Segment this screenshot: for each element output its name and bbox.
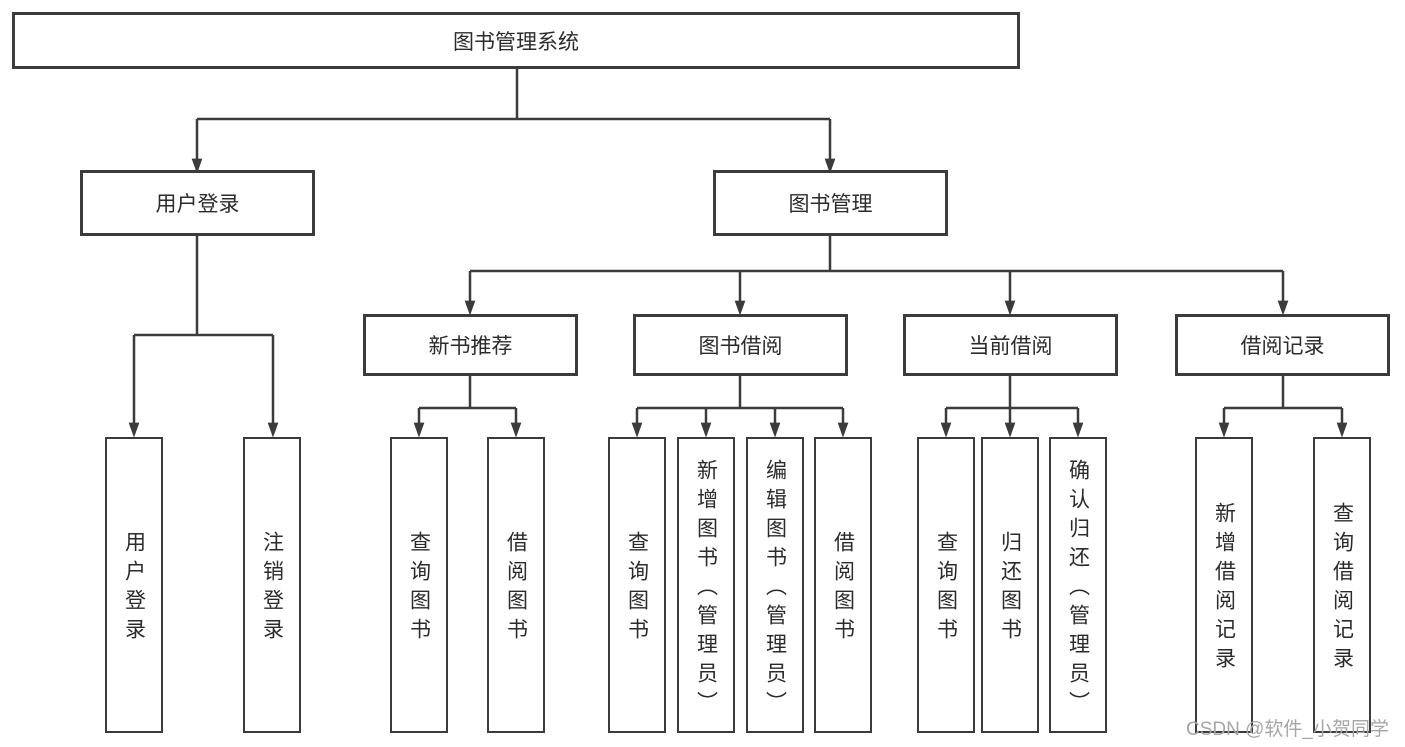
leaf-query-books-recommend: 查询图书: [390, 437, 448, 733]
node-current-borrow: 当前借阅: [903, 314, 1118, 376]
csdn-watermark: CSDN @软件_小贺同学: [1186, 719, 1389, 740]
leaf-label: 查询图书: [934, 531, 958, 647]
leaf-label: 用户登录: [122, 531, 146, 647]
leaf-label: 归还图书: [998, 531, 1022, 647]
node-user-login: 用户登录: [80, 170, 315, 236]
leaf-return-books: 归还图书: [981, 437, 1039, 733]
node-label: 用户登录: [155, 193, 240, 216]
node-label: 图书借阅: [698, 335, 783, 358]
leaf-label: 借阅图书: [504, 531, 528, 647]
node-label: 新书推荐: [428, 335, 513, 358]
node-library-management-system: 图书管理系统: [12, 12, 1020, 69]
leaf-label: 查询图书: [407, 531, 431, 647]
leaf-user-login: 用户登录: [105, 437, 163, 733]
leaf-borrow-books-recommend: 借阅图书: [487, 437, 545, 733]
leaf-add-borrow-record: 新增借阅记录: [1195, 437, 1253, 733]
leaf-confirm-return-admin: 确认归还（管理员）: [1049, 437, 1107, 733]
node-label: 图书管理系统: [453, 30, 579, 54]
leaf-add-books-admin: 新增图书（管理员）: [677, 437, 735, 733]
node-label: 当前借阅: [968, 335, 1053, 358]
leaf-query-books-current: 查询图书: [917, 437, 975, 733]
node-label: 借阅记录: [1240, 335, 1325, 358]
leaf-logout: 注销登录: [243, 437, 301, 733]
leaf-borrow-books: 借阅图书: [814, 437, 872, 733]
leaf-label: 查询借阅记录: [1330, 502, 1354, 676]
leaf-query-books-borrow: 查询图书: [608, 437, 666, 733]
node-new-book-recommend: 新书推荐: [363, 314, 578, 376]
leaf-label: 确认归还（管理员）: [1066, 458, 1090, 720]
leaf-label: 查询图书: [625, 531, 649, 647]
leaf-label: 借阅图书: [831, 531, 855, 647]
leaf-query-borrow-record: 查询借阅记录: [1313, 437, 1371, 733]
node-book-borrow: 图书借阅: [633, 314, 848, 376]
leaf-label: 编辑图书（管理员）: [763, 458, 787, 720]
node-label: 图书管理: [788, 193, 873, 216]
leaf-label: 注销登录: [260, 531, 284, 647]
leaf-edit-books-admin: 编辑图书（管理员）: [746, 437, 804, 733]
leaf-label: 新增借阅记录: [1212, 502, 1236, 676]
node-borrow-records: 借阅记录: [1175, 314, 1390, 376]
node-book-management: 图书管理: [713, 170, 948, 236]
leaf-label: 新增图书（管理员）: [694, 458, 718, 720]
